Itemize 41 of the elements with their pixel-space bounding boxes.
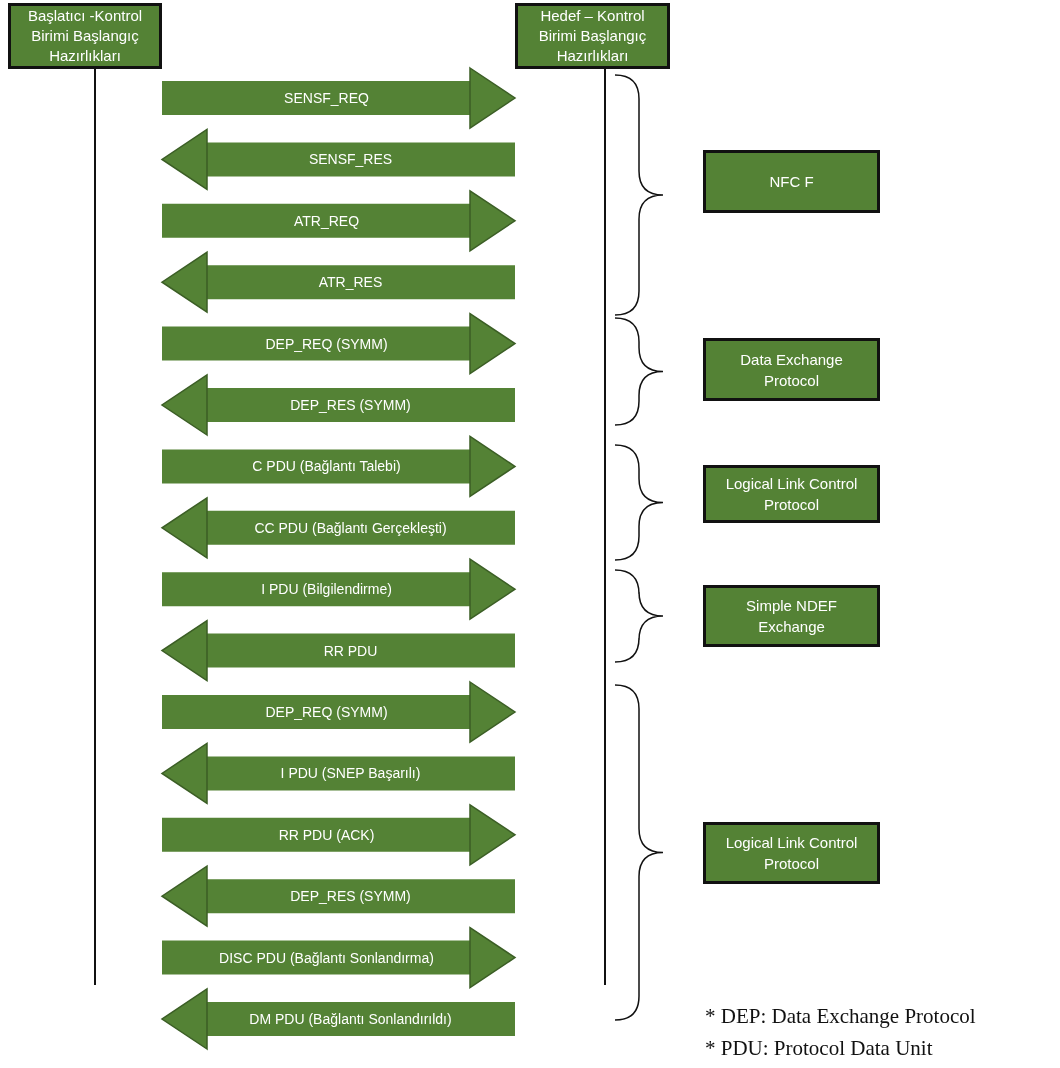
- edge-label: DEP_REQ (SYMM): [265, 335, 388, 352]
- block-arrow: [161, 619, 515, 682]
- block-arrow: [161, 988, 515, 1050]
- edge-label: C PDU (Bağlantı Talebi): [252, 458, 401, 475]
- edge-label: RR PDU (ACK): [278, 826, 375, 843]
- edge-label: ATR_RES: [318, 274, 383, 291]
- protocol-box: Logical Link Control Protocol: [703, 822, 880, 884]
- protocol-box: Logical Link Control Protocol: [703, 465, 880, 523]
- edge-label: RR PDU: [323, 642, 378, 659]
- edge-label: SENSF_REQ: [284, 90, 369, 106]
- edge-label: DEP_RES (SYMM): [290, 888, 411, 905]
- edge-label: ATR_REQ: [293, 212, 360, 229]
- block-arrow: [161, 374, 515, 436]
- block-arrow: [161, 742, 515, 805]
- block-arrow: [162, 435, 516, 498]
- edge-label: DEP_RES (SYMM): [290, 397, 411, 413]
- block-arrow: [162, 558, 516, 620]
- block-arrow: [162, 190, 516, 252]
- protocol-box: Simple NDEF Exchange: [703, 585, 880, 647]
- block-arrow: [162, 681, 516, 743]
- block-arrow: [161, 251, 515, 313]
- block-arrow: [162, 312, 516, 375]
- lifeline-header: Başlatıcı -Kontrol Birimi Başlangıç Hazırlıkları: [8, 3, 162, 69]
- edge-label: DM PDU (Bağlantı Sonlandırıldı): [249, 1011, 452, 1027]
- footnote: * PDU: Protocol Data Unit: [705, 1036, 933, 1061]
- edge-label: I PDU (Bilgilendirme): [261, 581, 392, 598]
- protocol-box: Data Exchange Protocol: [703, 338, 880, 401]
- block-arrow: [161, 497, 515, 559]
- edge-label: CC PDU (Bağlantı Gerçekleşti): [254, 519, 447, 536]
- block-arrow: [162, 804, 516, 866]
- edge-label: DISC PDU (Bağlantı Sonlandırma): [219, 949, 434, 966]
- block-arrow: [162, 67, 516, 129]
- edge-label: DEP_REQ (SYMM): [265, 704, 388, 720]
- protocol-box: NFC F: [703, 150, 880, 213]
- lifeline-header: Hedef – Kontrol Birimi Başlangıç Hazırlıkları: [515, 3, 670, 69]
- block-arrow: [161, 865, 515, 927]
- block-arrow: [161, 128, 515, 191]
- edge-label: SENSF_RES: [308, 151, 393, 168]
- footnote: * DEP: Data Exchange Protocol: [705, 1004, 976, 1029]
- block-arrow: [162, 926, 516, 989]
- edge-label: I PDU (SNEP Başarılı): [280, 765, 421, 782]
